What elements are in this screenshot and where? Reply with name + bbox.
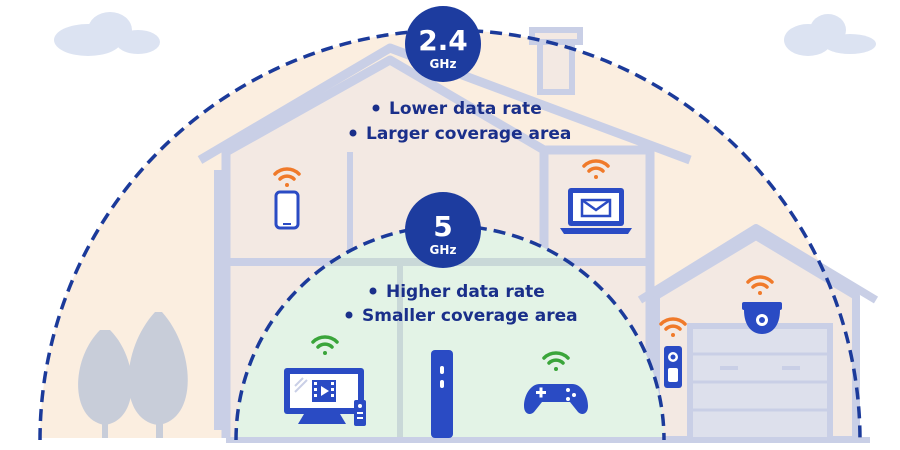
badge-unit: GHz <box>430 243 457 257</box>
cloud-right <box>784 14 876 56</box>
tree-icon <box>78 312 188 440</box>
wifi-signal-icon <box>659 317 687 337</box>
badge-value: 5 <box>433 210 452 243</box>
coverage-boundary-5ghz <box>234 224 666 441</box>
laptop-email-icon <box>560 188 632 234</box>
wifi-signal-icon <box>582 159 610 179</box>
cloud-left <box>54 12 160 56</box>
features-2-4ghz: Lower data rate Larger coverage area <box>349 99 571 144</box>
feature-label: Lower data rate <box>389 99 542 119</box>
badge-2-4ghz: 2.4 GHz <box>405 6 481 82</box>
feature-label: Larger coverage area <box>366 124 571 144</box>
wifi-signal-icon <box>746 275 774 295</box>
video-doorbell-icon <box>664 346 682 388</box>
house-roof <box>197 43 692 165</box>
coverage-boundary-2-4ghz <box>38 28 862 441</box>
wifi-signal-icon <box>273 167 301 187</box>
features-5ghz: Higher data rate Smaller coverage area <box>345 282 578 326</box>
garage <box>637 224 879 444</box>
wifi-signal-icon <box>311 335 339 355</box>
feature-label: Higher data rate <box>386 282 545 302</box>
security-camera-icon <box>742 302 782 334</box>
feature-label: Smaller coverage area <box>362 306 578 326</box>
smartphone-icon <box>274 190 300 230</box>
gutter-pipe <box>214 170 222 430</box>
game-controller-icon <box>524 384 588 414</box>
badge-5ghz: 5 GHz <box>405 192 481 268</box>
smart-tv-icon <box>284 368 366 426</box>
badge-value: 2.4 <box>418 24 468 57</box>
badge-unit: GHz <box>430 57 457 71</box>
wifi-signal-icon <box>542 351 570 371</box>
router-icon <box>431 350 453 438</box>
